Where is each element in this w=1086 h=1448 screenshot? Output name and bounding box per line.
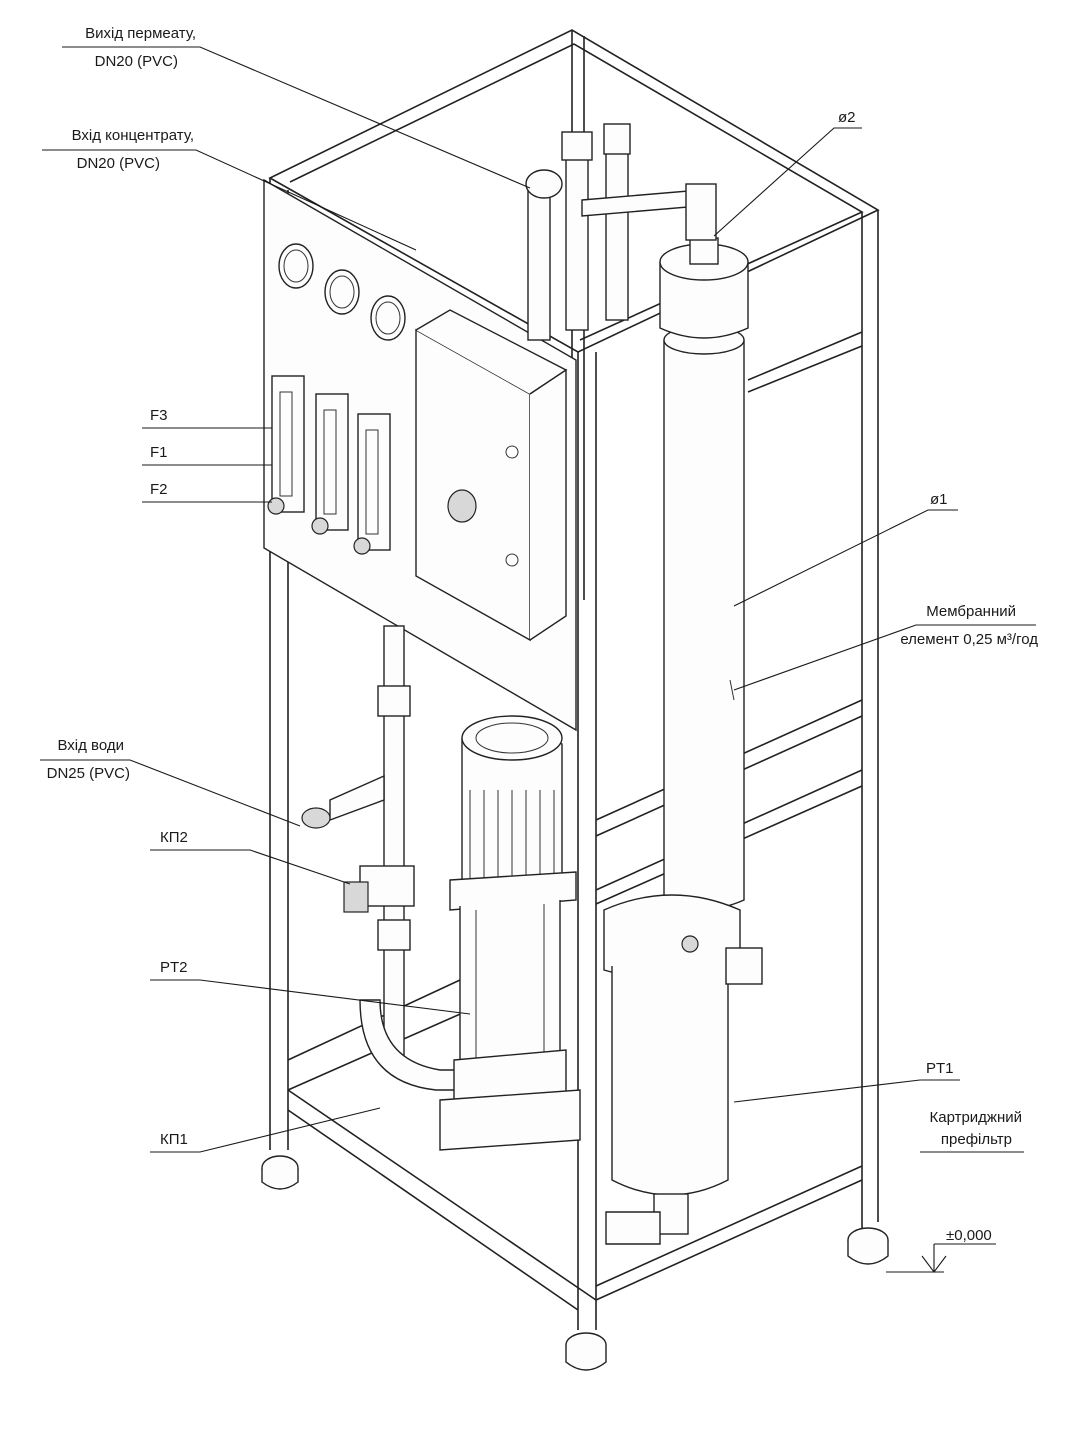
label-concentrate-inlet-1: Вхід концентрату, (72, 127, 194, 144)
label-pt2: PT2 (160, 959, 188, 976)
membrane-housing (659, 237, 749, 910)
label-water-inlet-2: DN25 (PVC) (47, 765, 130, 782)
pump (439, 715, 581, 1151)
label-kp1: КП1 (160, 1131, 188, 1148)
callout-labels: Вихід пермеату, DN20 (PVC) Вхід концентр… (47, 25, 1039, 1244)
label-concentrate-inlet-2: DN20 (PVC) (77, 155, 160, 172)
label-pt1: PT1 (926, 1060, 954, 1077)
label-permeate-outlet-1: Вихід пермеату, (85, 25, 196, 42)
inlet-piping (301, 625, 481, 1091)
leader-lines (40, 46, 1036, 1273)
label-permeate-outlet-2: DN20 (PVC) (95, 53, 178, 70)
label-f2: F2 (150, 481, 168, 498)
label-kp2: КП2 (160, 829, 188, 846)
label-o1: ø1 (930, 491, 948, 508)
control-panel (263, 178, 577, 732)
label-cartridge-2: префільтр (941, 1131, 1012, 1148)
label-f3: F3 (150, 407, 168, 424)
electrical-cabinet (415, 309, 568, 642)
cartridge-prefilter (603, 894, 763, 1245)
label-membrane-1: Мембранний (926, 603, 1016, 620)
label-cartridge-1: Картриджний (929, 1109, 1022, 1126)
label-water-inlet-1: Вхід води (57, 737, 124, 754)
flowmeter-f3 (267, 375, 305, 515)
label-membrane-2: елемент 0,25 м³/год (900, 631, 1038, 648)
top-piping (525, 123, 717, 341)
label-o2: ø2 (838, 109, 856, 126)
flowmeter-f1 (311, 393, 349, 535)
label-level: ±0,000 (946, 1227, 992, 1244)
valve-kp2 (343, 865, 415, 913)
inlet-valve (301, 774, 385, 829)
flowmeter-f2 (353, 413, 391, 555)
label-f1: F1 (150, 444, 168, 461)
